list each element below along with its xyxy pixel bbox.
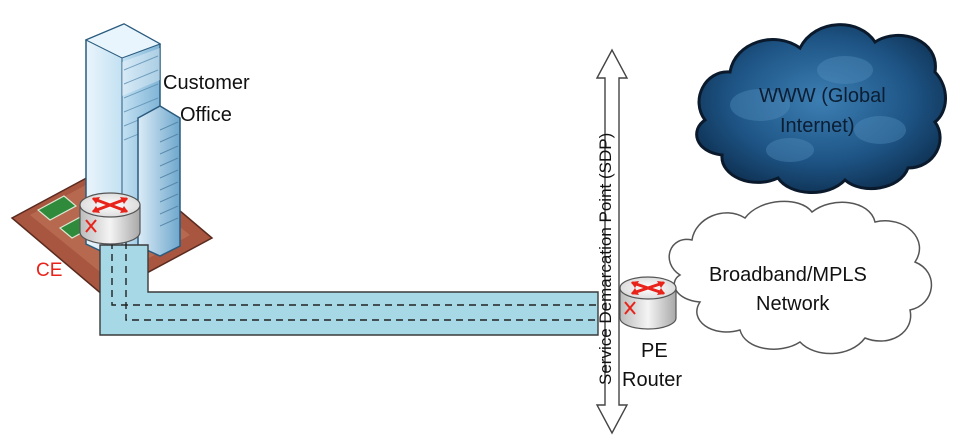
- circuit-pipe: [99, 242, 599, 336]
- cloud-icon: [668, 200, 932, 355]
- broadband-label-line1: Broadband/MPLS: [709, 264, 867, 286]
- pe-router-label-line1: PE: [641, 340, 668, 362]
- dark-cloud-icon: [695, 23, 947, 194]
- sdp-label: Service Demarcation Point (SDP): [596, 133, 615, 385]
- sdp-arrow: [595, 48, 629, 435]
- www-label-line2: Internet): [780, 115, 854, 137]
- pe-router-label-line2: Router: [622, 369, 682, 391]
- customer-office-label-line2: Office: [180, 104, 232, 126]
- customer-office-label-line1: Customer: [163, 72, 250, 94]
- pe-router-icon: [619, 276, 677, 330]
- ce-label: CE: [36, 260, 62, 281]
- ce-router-icon: [79, 192, 141, 245]
- broadband-label-line2: Network: [756, 293, 830, 315]
- www-label-line1: WWW (Global: [759, 85, 886, 107]
